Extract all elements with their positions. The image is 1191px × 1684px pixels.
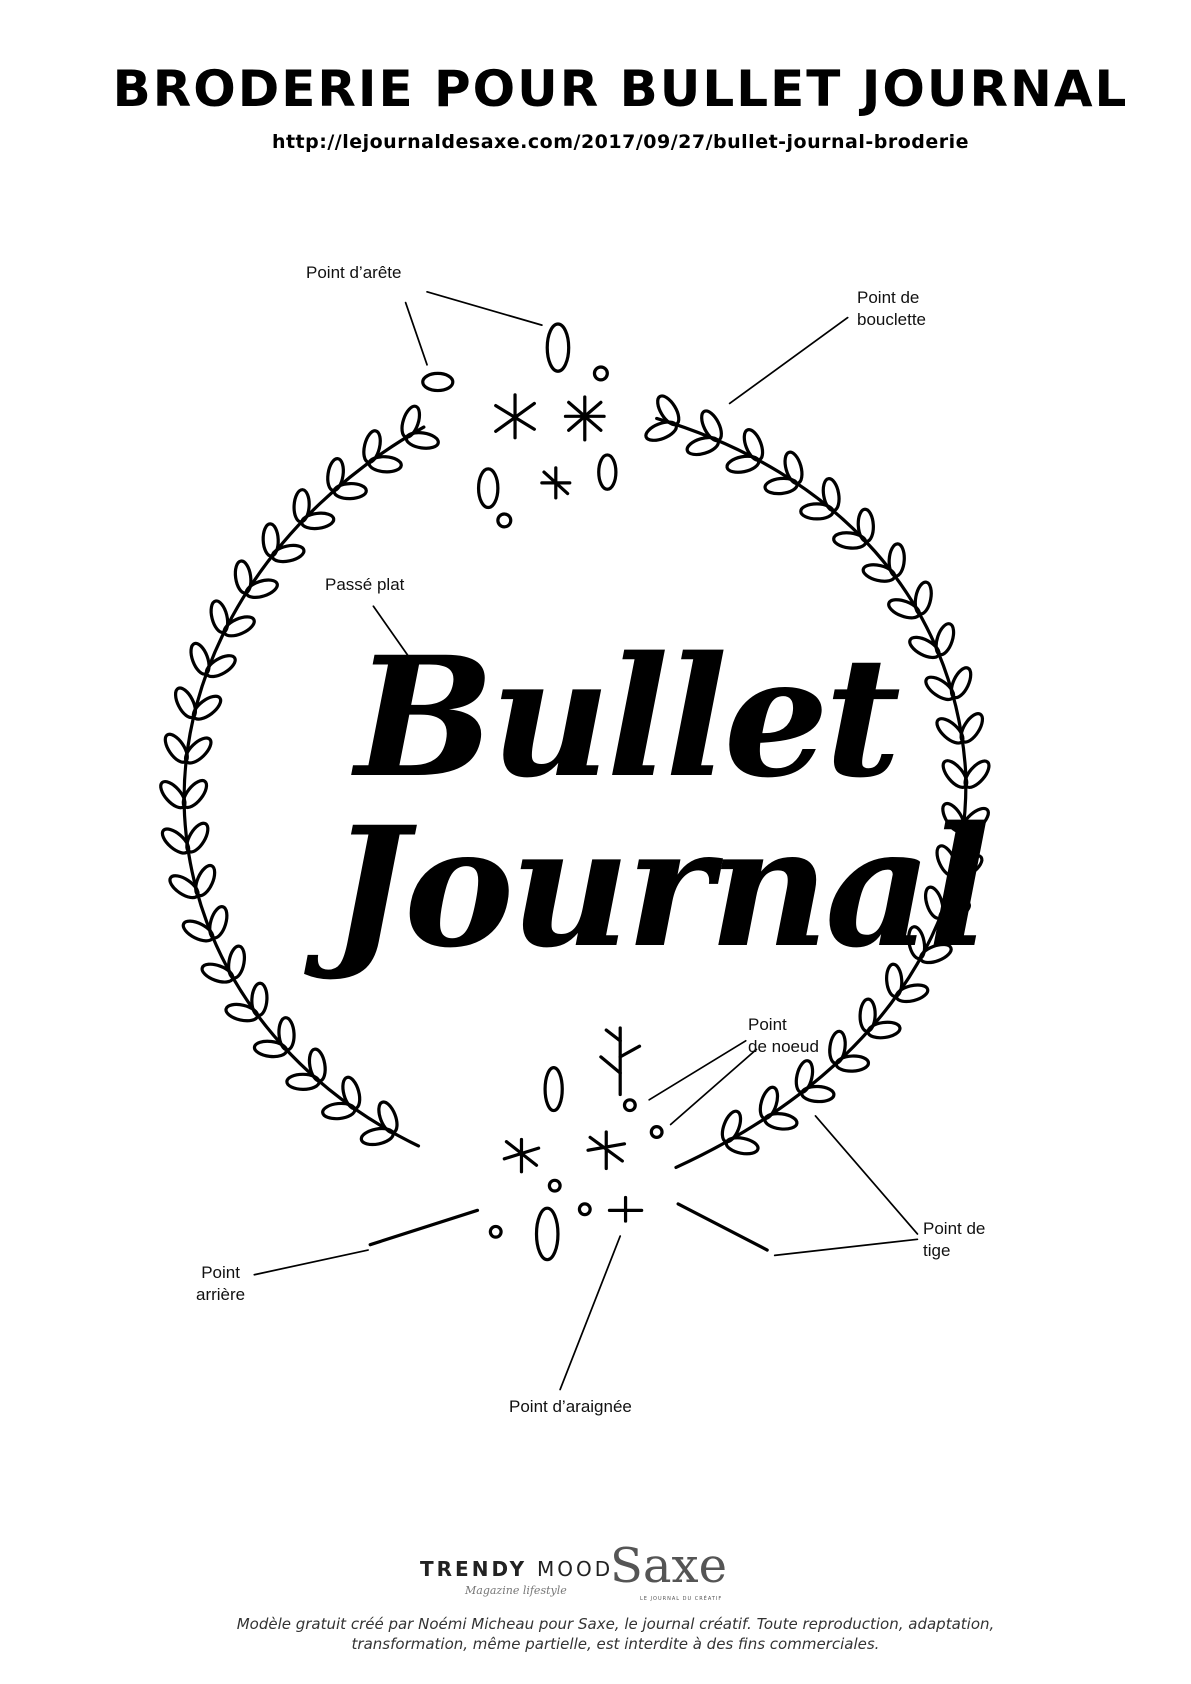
leaf-mark — [252, 1039, 289, 1059]
leaf-mark — [189, 641, 211, 676]
footer-line: transformation, même partielle, est inte… — [351, 1635, 880, 1653]
leaf-mark — [181, 919, 215, 943]
leaf-mark — [173, 686, 198, 720]
trendy-mood-tagline: Magazine lifestyle — [465, 1584, 567, 1597]
label-point-tige: Point de tige — [923, 1218, 985, 1262]
label-passe-plat: Passé plat — [325, 575, 405, 594]
leaf-mark — [763, 476, 799, 496]
source-url: http://lejournaldesaxe.com/2017/09/27/bu… — [271, 131, 970, 153]
footer-line: Modèle gratuit créé par Noémi Micheau po… — [236, 1615, 995, 1633]
leaf-mark — [362, 429, 382, 464]
leaf-mark — [233, 559, 253, 595]
leaf-mark — [935, 844, 958, 878]
logo-text: TRENDY — [420, 1557, 528, 1581]
leaf-mark — [326, 457, 345, 493]
leaf-mark — [285, 1072, 321, 1091]
label-point-arriere: Point arrière — [196, 1262, 245, 1306]
leaf-mark — [168, 874, 200, 900]
label-line: tige — [923, 1241, 951, 1260]
leaf-mark — [404, 431, 440, 450]
leaf-mark — [292, 488, 311, 524]
leaf-mark — [861, 563, 897, 583]
leaf-mark — [832, 531, 868, 550]
leaf-mark — [644, 420, 678, 442]
leaf-mark — [160, 827, 191, 855]
trendy-mood-logo: TRENDY MOOD — [420, 1557, 613, 1581]
label-line: Point — [748, 1015, 787, 1034]
leaf-mark — [907, 925, 927, 961]
leaf-mark — [934, 622, 956, 657]
leaf-mark — [724, 1136, 760, 1156]
journal-word: Journal — [330, 790, 991, 984]
label-line: Point de — [923, 1219, 986, 1238]
leaf-mark — [321, 1101, 357, 1121]
leaf-mark — [163, 732, 189, 764]
label-line: Point — [201, 1263, 240, 1282]
leaf-mark — [913, 580, 933, 616]
label-point-noeud: Point de noeud — [748, 1014, 819, 1058]
label-point-arete: Point d’arête — [306, 263, 402, 282]
leaf-mark — [828, 1029, 847, 1065]
leaf-mark — [400, 404, 422, 439]
leaf-mark — [200, 962, 235, 984]
label-line: de noeud — [748, 1037, 819, 1056]
leaf-mark — [935, 717, 965, 745]
leaf-mark — [227, 944, 247, 980]
label-point-bouclette: Point de bouclette — [857, 287, 926, 331]
logo-text: MOOD — [537, 1557, 614, 1581]
saxe-logo: Saxe — [610, 1538, 727, 1594]
leaf-mark — [720, 1109, 743, 1144]
leaf-mark — [261, 522, 280, 558]
leaf-mark — [941, 759, 969, 789]
leaf-mark — [194, 863, 217, 898]
label-line: bouclette — [857, 310, 926, 329]
leaf-mark — [359, 1126, 395, 1147]
leaf-mark — [799, 502, 835, 521]
bullet-word: Bullet — [355, 620, 901, 814]
leaf-mark — [908, 635, 941, 660]
leaf-mark — [209, 599, 230, 635]
copyright-notice: Modèle gratuit créé par Noémi Micheau po… — [0, 1614, 1191, 1654]
leaf-mark — [725, 454, 761, 474]
leaf-mark — [758, 1085, 780, 1120]
label-point-araignee: Point d’araignée — [509, 1397, 632, 1416]
label-line: Point de — [857, 288, 920, 307]
leaf-mark — [941, 801, 966, 834]
label-line: arrière — [196, 1285, 246, 1304]
leaf-mark — [858, 997, 877, 1033]
leaf-mark — [208, 905, 229, 940]
leaf-mark — [887, 598, 921, 620]
leaf-mark — [885, 962, 904, 998]
leaf-mark — [794, 1059, 815, 1094]
leaf-mark — [224, 1002, 260, 1023]
leaf-mark — [924, 675, 956, 702]
page-title: BRODERIE POUR BULLET JOURNAL — [112, 60, 1129, 118]
leaf-mark — [685, 435, 720, 457]
leaf-mark — [923, 885, 945, 920]
leaf-mark — [949, 666, 973, 700]
leaf-mark — [159, 779, 187, 810]
saxe-tagline: LE JOURNAL DU CRÉATIF — [640, 1596, 723, 1602]
